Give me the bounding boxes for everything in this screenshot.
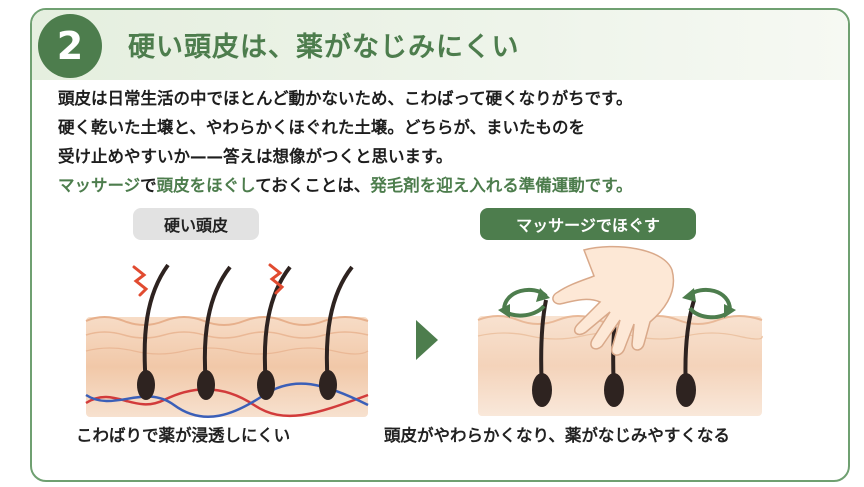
line4-part-b: で — [140, 176, 157, 195]
line4-part-d: ておくことは、 — [255, 176, 371, 195]
pain-zigzag-icon — [132, 263, 285, 297]
description-text: 頭皮は日常生活の中でほとんど動かないため、こわばって硬くなりがちです。 硬く乾い… — [58, 84, 808, 200]
massaged-scalp-illustration — [477, 245, 763, 416]
hair-strand-right-3 — [676, 299, 696, 407]
section-number-badge: 2 — [38, 14, 102, 78]
description-line-4: マッサージで頭皮をほぐしておくことは、発毛剤を迎え入れる準備運動です。 — [58, 171, 808, 200]
hard-scalp-caption: こわばりで薬が浸透しにくい — [76, 426, 291, 445]
description-line-1: 頭皮は日常生活の中でほとんど動かないため、こわばって硬くなりがちです。 — [58, 89, 633, 108]
description-line-2: 硬く乾いた土壌と、やわらかくほぐれた土壌。どちらが、まいたものを — [58, 118, 586, 137]
hard-scalp-label: 硬い頭皮 — [133, 208, 259, 240]
hand-icon — [552, 245, 675, 356]
hair-strand-3 — [257, 265, 292, 400]
highlight-preparation: 発毛剤を迎え入れる準備運動です。 — [370, 176, 633, 195]
hair-strand-right-1 — [532, 299, 552, 407]
hair-strand-2 — [197, 265, 232, 400]
rotate-arrows-icon — [498, 287, 736, 320]
next-arrow-icon — [416, 320, 438, 360]
highlight-massage: マッサージ — [58, 176, 141, 195]
massage-caption: 頭皮がやわらかくなり、薬がなじみやすくなる — [384, 426, 730, 445]
description-line-3: 受け止めやすいか——答えは想像がつくと思います。 — [58, 147, 453, 166]
section-header: 2 硬い頭皮は、薬がなじみにくい — [32, 10, 848, 80]
massage-label: マッサージでほぐす — [480, 208, 696, 240]
hair-strand-4 — [319, 265, 354, 400]
section-title: 硬い頭皮は、薬がなじみにくい — [128, 32, 520, 63]
hair-strand-1 — [137, 263, 170, 400]
highlight-loosen-scalp: 頭皮をほぐし — [156, 176, 256, 195]
hard-scalp-illustration — [85, 263, 369, 419]
